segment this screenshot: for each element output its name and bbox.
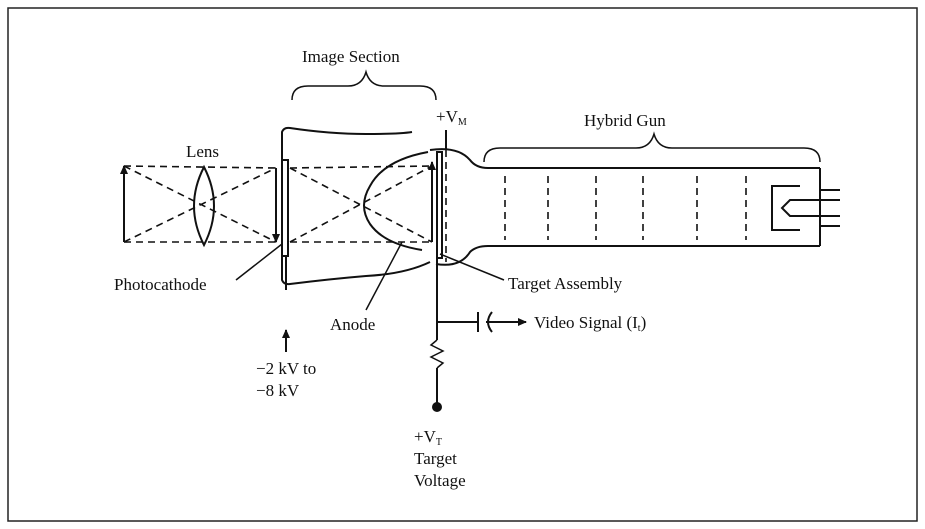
photocathode-leader <box>235 243 283 281</box>
vm-label: +VM <box>436 107 467 128</box>
hybrid-gun-label: Hybrid Gun <box>584 111 666 130</box>
cathode-voltage-label-line1: −2 kV to <box>256 359 316 378</box>
electron-path <box>289 165 433 169</box>
light-ray <box>123 167 277 243</box>
electron-path <box>289 165 433 243</box>
light-ray <box>123 165 277 243</box>
voltage-word-label: Voltage <box>414 471 466 490</box>
tube-envelope <box>281 126 413 160</box>
anode-leader <box>365 241 403 311</box>
image-section-label: Image Section <box>302 47 400 66</box>
target-plate <box>436 151 443 259</box>
vt-label: +VT <box>414 427 442 448</box>
lens-label: Lens <box>186 142 219 161</box>
image-section-brace <box>291 69 437 101</box>
tube-neck <box>429 148 489 169</box>
anode-label: Anode <box>330 315 375 334</box>
target-assembly-leader <box>439 253 505 281</box>
tube-neck <box>435 245 489 266</box>
cathode-voltage-label-line2: −8 kV <box>256 381 300 400</box>
tube-envelope <box>281 256 431 286</box>
photocathode-label: Photocathode <box>114 275 207 294</box>
lens <box>193 164 215 248</box>
photocathode-plate <box>281 159 289 257</box>
video-signal-label: Video Signal (It) <box>534 313 646 334</box>
gun-cathode <box>771 185 800 231</box>
target-voltage-terminal <box>432 402 442 412</box>
target-word-label: Target <box>414 449 457 468</box>
electron-path <box>289 167 433 243</box>
anode-cone <box>363 151 429 251</box>
load-resistor <box>429 339 445 369</box>
light-ray <box>123 165 277 169</box>
figure-frame <box>7 7 918 522</box>
gun-filament <box>780 199 806 217</box>
target-assembly-label: Target Assembly <box>508 274 623 293</box>
hybrid-gun-brace <box>483 131 821 163</box>
